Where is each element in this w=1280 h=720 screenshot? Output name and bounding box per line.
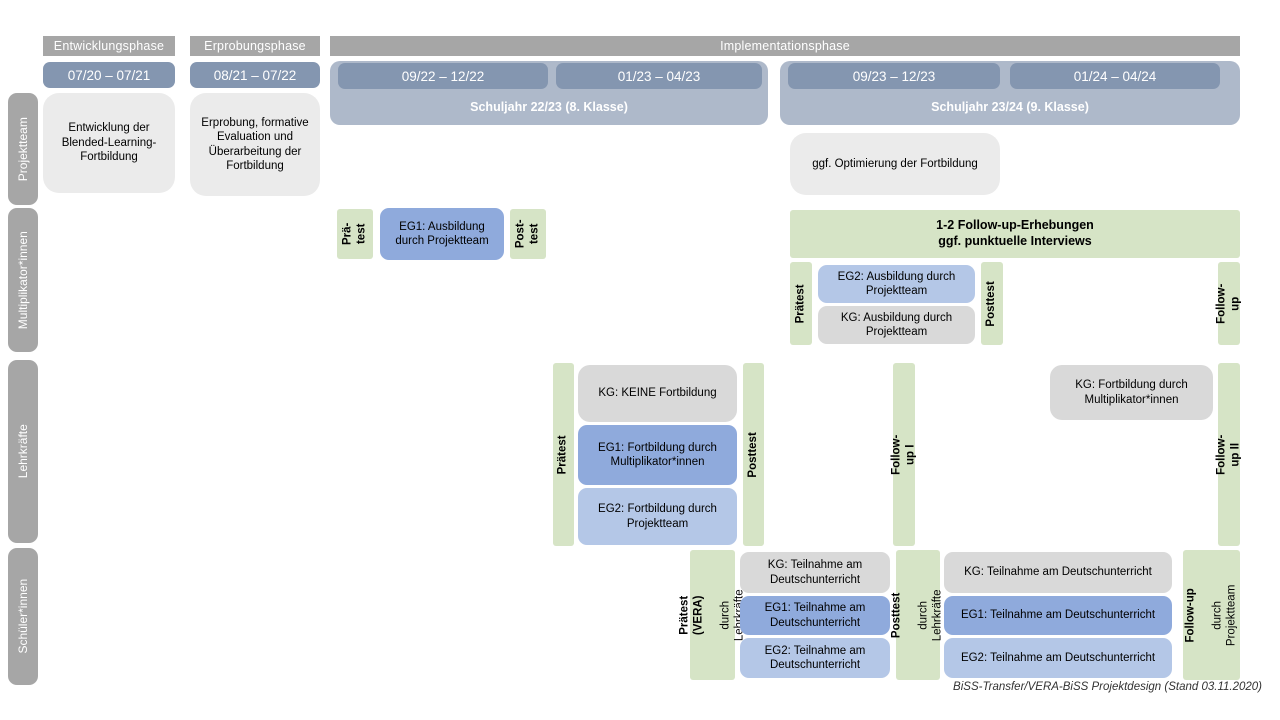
box-kg-ausbildung-projektteam: KG: Ausbildung durch Projektteam xyxy=(818,306,975,344)
box-kg-teilnahme-2: KG: Teilnahme am Deutschunterricht xyxy=(944,552,1172,593)
row-label-projektteam: Projektteam xyxy=(8,93,38,205)
followup-schueler-sub: durch Projektteam xyxy=(1211,584,1238,646)
bar-followup-schueler-text: Follow-up durch Projektteam xyxy=(1170,584,1253,645)
date-range-0124-0424: 01/24 – 04/24 xyxy=(1010,63,1220,89)
row-label-multiplikatoren: Multiplikator*innen xyxy=(8,208,38,352)
date-range-0123-0423: 01/23 – 04/23 xyxy=(556,63,762,89)
box-entwicklung-fortbildung: Entwicklung der Blended-Learning-Fortbil… xyxy=(43,93,175,193)
box-eg1-ausbildung-projektteam: EG1: Ausbildung durch Projektteam xyxy=(380,208,504,260)
row-label-schueler-text: Schüler*innen xyxy=(15,579,30,654)
box-eg1-teilnahme-2: EG1: Teilnahme am Deutschunterricht xyxy=(944,596,1172,635)
posttest-schueler-sub: durch Lehrkräfte xyxy=(918,589,944,641)
bar-followup2-lehrkraefte: Follow-up II xyxy=(1215,363,1241,546)
row-label-multiplikatoren-text: Multiplikator*innen xyxy=(15,230,30,330)
box-kg-keine-fortbildung: KG: KEINE Fortbildung xyxy=(578,365,737,422)
bar-followup2-lehrkraefte-text: Follow-up II xyxy=(1215,434,1241,475)
bar-praetest-multiplikatoren-2: Prätest xyxy=(790,262,812,345)
bar-posttest-lehrkraefte-text: Posttest xyxy=(746,431,759,478)
bar-posttest-multiplikatoren-2-text: Posttest xyxy=(985,280,998,327)
bar-posttest-schueler: Posttest durch Lehrkräfte xyxy=(890,550,944,680)
posttest-schueler-title: Posttest xyxy=(890,592,903,638)
phase-header-erprobung: Erprobungsphase xyxy=(190,36,320,56)
bar-followup-multiplikatoren-text: Follow-up xyxy=(1215,283,1241,324)
box-eg2-teilnahme-2: EG2: Teilnahme am Deutschunterricht xyxy=(944,638,1172,678)
bar-followup-multiplikatoren: Follow-up xyxy=(1215,262,1241,345)
row-label-lehrkraefte: Lehrkräfte xyxy=(8,360,38,543)
school-year-label-23-24: Schuljahr 23/24 (9. Klasse) xyxy=(931,100,1089,114)
date-range-0923-1223: 09/23 – 12/23 xyxy=(788,63,1000,89)
phase-header-entwicklung: Entwicklungsphase xyxy=(43,36,175,56)
bar-posttest-multiplikatoren-2: Posttest xyxy=(981,262,1003,345)
diagram-caption: BiSS-Transfer/VERA-BiSS Projektdesign (S… xyxy=(953,681,1262,693)
row-label-projektteam-text: Projektteam xyxy=(15,116,30,182)
bar-praetest-multiplikatoren-1-text: Prä- test xyxy=(341,222,367,246)
box-eg1-fortbildung-multiplikatoren: EG1: Fortbildung durch Multiplikator*inn… xyxy=(578,425,737,485)
row-label-lehrkraefte-text: Lehrkräfte xyxy=(15,424,30,479)
date-range-0922-1222: 09/22 – 12/22 xyxy=(338,63,548,89)
bar-followup-schueler: Follow-up durch Projektteam xyxy=(1183,550,1240,680)
box-eg2-fortbildung-projektteam: EG2: Fortbildung durch Projektteam xyxy=(578,488,737,545)
date-range-0720-0721: 07/20 – 07/21 xyxy=(43,62,175,88)
bar-praetest-multiplikatoren-2-text: Prätest xyxy=(794,283,807,323)
box-kg-fortbildung-multiplikatoren: KG: Fortbildung durch Multiplikator*inne… xyxy=(1050,365,1213,420)
bar-praetest-vera-schueler: Prätest (VERA) durch Lehrkräfte xyxy=(678,550,745,680)
date-range-0821-0722: 08/21 – 07/22 xyxy=(190,62,320,88)
box-eg1-teilnahme-1: EG1: Teilnahme am Deutschunterricht xyxy=(740,596,890,635)
bar-posttest-multiplikatoren-1-text: Post- test xyxy=(514,219,540,249)
box-eg2-teilnahme-1: EG2: Teilnahme am Deutschunterricht xyxy=(740,638,890,678)
followup-schueler-title: Follow-up xyxy=(1183,587,1196,643)
box-optimierung-fortbildung: ggf. Optimierung der Fortbildung xyxy=(790,133,1000,195)
bar-followup1-lehrkraefte-text: Follow-up I xyxy=(890,434,916,475)
bar-posttest-multiplikatoren-1: Post- test xyxy=(510,209,546,259)
bar-praetest-multiplikatoren-1: Prä- test xyxy=(337,209,373,259)
praetest-vera-title: Prätest (VERA) xyxy=(678,595,704,635)
row-label-schueler: Schüler*innen xyxy=(8,548,38,685)
box-followup-erhebungen: 1-2 Follow-up-Erhebungen ggf. punktuelle… xyxy=(790,210,1240,258)
bar-praetest-lehrkraefte-text: Prätest xyxy=(556,434,569,474)
bar-praetest-lehrkraefte: Prätest xyxy=(553,363,574,546)
box-erprobung-evaluation: Erprobung, formative Evaluation und Über… xyxy=(190,93,320,196)
bar-posttest-lehrkraefte: Posttest xyxy=(743,363,764,546)
phase-header-implementation: Implementationsphase xyxy=(330,36,1240,56)
box-kg-teilnahme-1: KG: Teilnahme am Deutschunterricht xyxy=(740,552,890,593)
school-year-label-22-23: Schuljahr 22/23 (8. Klasse) xyxy=(470,100,628,114)
bar-followup1-lehrkraefte: Follow-up I xyxy=(890,363,916,546)
box-eg2-ausbildung-projektteam: EG2: Ausbildung durch Projektteam xyxy=(818,265,975,303)
